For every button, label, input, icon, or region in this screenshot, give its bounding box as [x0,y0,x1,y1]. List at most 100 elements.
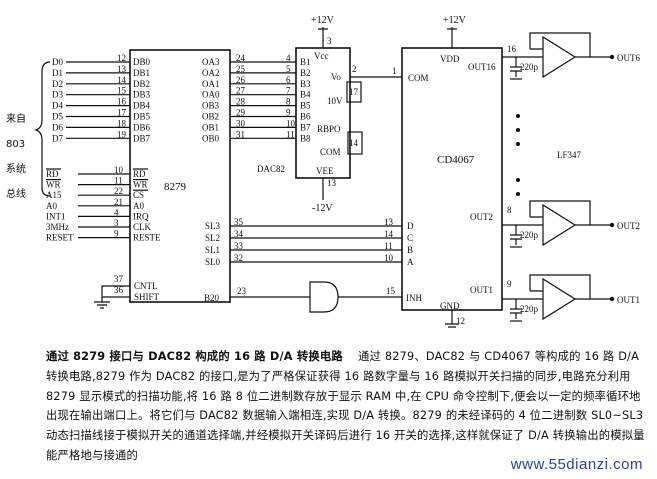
feedback-wire [529,274,591,299]
dac-pin-b1: B1 [300,57,311,67]
dac-vee-label: VEE [316,166,334,176]
hold-capacitor [510,57,522,77]
db-pin-db1: DB1 [133,68,150,78]
ctrl-pin-num: 22 [114,186,123,196]
bus-source-label-line: 来自 [6,112,26,125]
ctrl-pin-rd: RD [133,169,146,179]
dac-pin-b2: B2 [300,68,311,78]
sel-pin-num: 14 [384,229,394,239]
capacitor-value: 220p [520,304,539,314]
dac-pin-b7: B7 [300,122,311,132]
feedback-wire [529,32,591,57]
cd-inh-label: INH [406,293,422,303]
out-pin-oa0: OA0 [202,90,220,100]
data-bus-input-d7: D7 [52,133,63,143]
ctrl-pin-num: 3 [114,218,119,228]
caption-title: 通过 8279 接口与 DAC82 构成的 16 路 D/A 转换电路 [46,350,343,363]
cd-vdd-label: VDD [440,54,460,64]
op-amp-triangle [542,35,577,79]
channel-ellipsis [516,114,520,196]
dac-b-num: 5 [286,64,291,74]
cd-vdd-wire [447,27,457,48]
dac-pin-b6: B6 [300,112,311,122]
out-pin-ob2: OB2 [202,112,219,122]
chip-8279-name: 8279 [164,181,187,193]
output-terminal [609,54,615,60]
cd-com-num: 1 [392,66,397,76]
dac-pin-b3: B3 [300,79,311,89]
data-bus-input-d5: D5 [52,112,63,122]
sl-pin-sl2: SL2 [205,233,220,243]
ctrl-pin-wr: WR [133,180,148,190]
output-terminal [609,222,615,228]
ctrl-input-reset: RESET [46,233,74,243]
ctrl-input-int1: INT1 [46,211,66,221]
db-pin-db3: DB3 [133,90,151,100]
ctrl-input-a15: A15 [46,190,62,200]
cd-out2-label: OUT2 [470,212,493,222]
dac-vcc-num: 3 [327,36,332,46]
dac-vcc-supply: +12V [311,15,335,26]
dac-vcc-label: Vcc [314,51,329,61]
buffer-gate [309,281,339,313]
sl-pin-sl1: SL1 [205,245,220,255]
ctrl-pin-num: 21 [114,197,123,207]
cd4067-name: CD4067 [437,154,475,166]
ctrl-pin-num: 4 [114,207,119,217]
cntl-pin: CNTL [134,281,158,291]
dac-vee-num: 13 [327,178,337,188]
sel-pin-c: C [407,233,413,243]
cd-out16-label: OUT16 [468,62,496,72]
db-pin-num: 14 [117,75,127,85]
dac-b-num: 6 [286,75,291,85]
out-pin-num: 30 [236,118,246,128]
out-pin-oa3: OA3 [202,57,220,67]
db-pin-num: 15 [117,86,127,96]
ctrl-pin-num: 9 [114,229,119,239]
dac-com-label: COM [320,147,341,157]
dac-pin-b8: B8 [300,133,311,143]
db-pin-db0: DB0 [133,57,151,67]
out-pin-num: 26 [236,75,246,85]
feedback-wire [529,200,591,225]
cd-gnd-wire [445,310,459,328]
out-pin-oa2: OA2 [202,68,220,78]
dac-10v-pin-box [346,81,362,103]
dac-b-num: 11 [286,129,295,139]
db-pin-num: 13 [117,64,127,74]
amp-output-label: OUT1 [617,295,640,305]
output-terminal [609,296,615,302]
dac-vo-num: 2 [352,64,357,74]
ctrl-pin-num: 11 [114,176,123,186]
capacitor-value: 220p [520,62,539,72]
dac-b-num: 9 [286,108,291,118]
sl-pin-num: 34 [234,229,244,239]
out-pin-ob3: OB3 [202,101,220,111]
ctrl-pin-cs: CS [133,190,144,200]
cd-gnd-label: GND [440,301,460,311]
db-pin-db7: DB7 [133,133,151,143]
out-pin-num: 27 [236,86,246,96]
b20-num: 23 [237,286,247,296]
db-pin-num: 16 [117,97,127,107]
sel-pin-a: A [407,257,414,267]
ctrl-input-a0: A0 [46,201,57,211]
op-amp-triangle [542,277,577,321]
ctrl-pin-clk: CLK [133,222,152,232]
amp-output-label: OUT2 [617,221,640,231]
out-pin-ob0: OB0 [202,133,220,143]
dac-rbpo-num: 14 [349,138,359,148]
cntl-shift-wire [101,285,130,302]
bus-source-label-line: 系统 [6,162,26,175]
dac-b-num: 7 [286,86,291,96]
dac-10v-num: 17 [349,87,359,97]
cd-vdd-supply: +12V [443,15,467,26]
cd-out1-num: 9 [507,279,512,289]
sel-pin-d: D [407,221,414,231]
cntl-num: 37 [114,274,124,284]
sel-pin-num: 10 [384,253,394,263]
chip-8279 [129,49,231,303]
data-bus-input-d3: D3 [52,90,63,100]
